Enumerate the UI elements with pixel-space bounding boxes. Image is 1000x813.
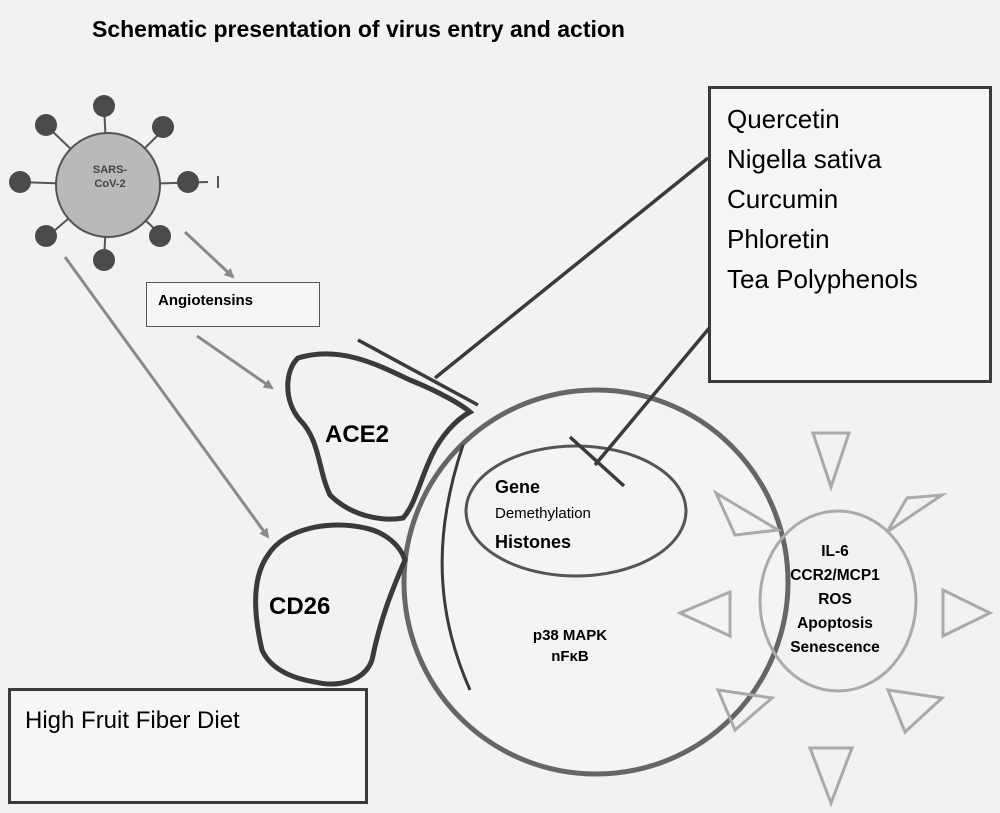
ray-triangle xyxy=(715,688,776,733)
virus-label-line2: CoV-2 xyxy=(94,178,126,190)
signaling-line2: nFκB xyxy=(551,648,589,665)
angiotensins-box: Angiotensins xyxy=(146,282,320,327)
virus-label-line1: SARS- xyxy=(92,164,128,176)
inhibit-ace2-line xyxy=(433,156,710,380)
virus-particle xyxy=(9,95,219,271)
effect-item: IL-6 xyxy=(821,543,849,560)
ray-triangle xyxy=(676,589,732,639)
nucleus-histones: Histones xyxy=(495,532,572,552)
signaling-line1: p38 MAPK xyxy=(532,627,608,644)
cd26-receptor xyxy=(253,522,408,687)
virus-body xyxy=(55,132,161,238)
cell-membrane xyxy=(401,387,791,777)
virus-label: SARS- CoV-2 xyxy=(70,163,150,191)
spike-head xyxy=(93,95,115,117)
arrow-angiotensins-to-ace2 xyxy=(196,334,274,390)
inhibition-lines xyxy=(357,156,718,488)
ray-triangle xyxy=(810,431,852,492)
spike-head xyxy=(149,225,171,247)
ace2-label: ACE2 xyxy=(325,421,390,448)
inhibitor-item: Nigella sativa xyxy=(727,144,882,174)
effect-item: Apoptosis xyxy=(797,615,873,632)
inhibit-nucleus-line xyxy=(593,318,718,467)
ray-triangle xyxy=(885,688,946,735)
inhibitor-item: Quercetin xyxy=(727,104,840,134)
spike-head xyxy=(35,225,57,247)
arrows xyxy=(63,230,274,539)
angiotensins-label: Angiotensins xyxy=(158,292,254,309)
inhibitor-item: Curcumin xyxy=(727,184,839,214)
spike-head xyxy=(177,171,199,193)
effects-burst xyxy=(676,431,994,808)
arrow-virus-to-angiotensins xyxy=(183,230,235,279)
effect-item: ROS xyxy=(818,591,852,608)
ray-triangle xyxy=(941,587,994,639)
inhibit-nucleus-bar xyxy=(568,435,626,488)
inhibitor-item: Phloretin xyxy=(727,224,830,254)
inhibitors-list: Quercetin Nigella sativa Curcumin Phlore… xyxy=(727,99,918,299)
effect-item: Senescence xyxy=(790,639,880,656)
diet-label: High Fruit Fiber Diet xyxy=(25,707,240,734)
effects-list: IL-6 CCR2/MCP1 ROS Apoptosis Senescence xyxy=(750,540,920,660)
ray-triangle xyxy=(885,493,948,534)
spike-head xyxy=(93,249,115,271)
inhibitor-item: Tea Polyphenols xyxy=(727,264,918,294)
cell xyxy=(401,387,791,777)
ray-triangle xyxy=(807,746,855,808)
ray-triangle xyxy=(712,489,783,537)
inhibit-ace2-bar xyxy=(357,338,479,407)
diagram-title: Schematic presentation of virus entry an… xyxy=(92,16,625,42)
nucleus-demethylation: Demethylation xyxy=(495,505,591,522)
effect-item: CCR2/MCP1 xyxy=(790,567,880,584)
inhibitors-box: Quercetin Nigella sativa Curcumin Phlore… xyxy=(708,86,992,383)
diet-box: High Fruit Fiber Diet xyxy=(8,688,368,804)
nucleus xyxy=(464,444,688,578)
spike-head xyxy=(35,114,57,136)
spike-head xyxy=(152,116,174,138)
cd26-label: CD26 xyxy=(269,593,331,620)
nucleus-gene: Gene xyxy=(495,477,541,497)
arrow-virus-to-cd26 xyxy=(63,256,270,539)
signaling-labels: p38 MAPK nFκB xyxy=(500,625,640,667)
spike-head xyxy=(9,171,31,193)
ace2-receptor xyxy=(285,351,475,522)
